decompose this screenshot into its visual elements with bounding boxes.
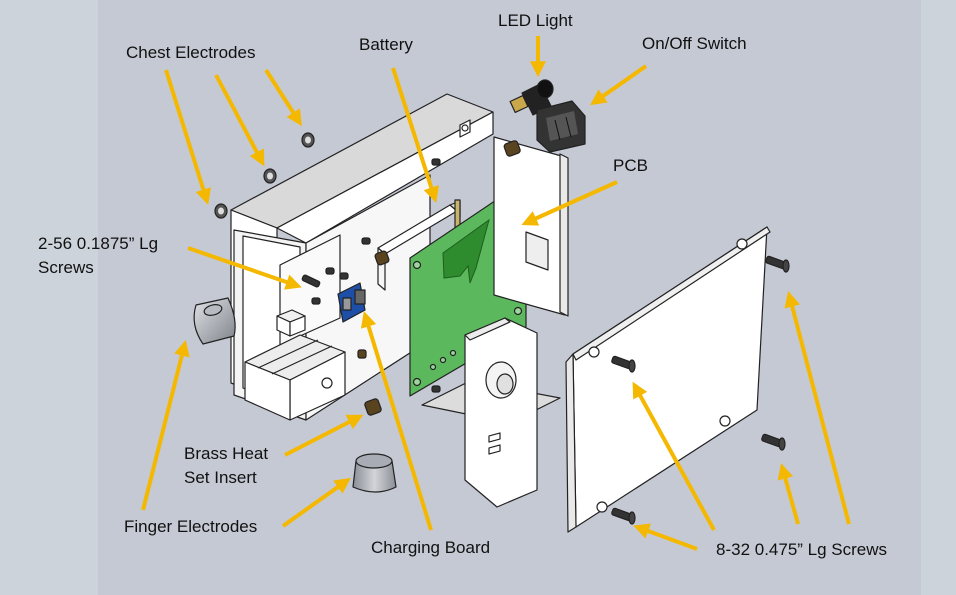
arrow-pcb	[521, 180, 618, 226]
brass-heat-set-insert	[357, 349, 367, 359]
label-screws-2-56-line2: Screws	[38, 258, 94, 277]
arrow-screw-8-32-a	[632, 381, 716, 531]
chest-electrode	[263, 168, 277, 184]
arrow-finger-electrode-ring	[141, 340, 190, 511]
arrow-screw-8-32-b	[633, 523, 698, 551]
chest-electrode	[214, 203, 228, 219]
label-brass-line2: Set Insert	[184, 468, 257, 487]
brass-heat-set-insert	[374, 250, 390, 266]
label-screws-2-56-line1: 2-56 0.1875” Lg	[38, 234, 159, 253]
label-pcb: PCB	[613, 156, 648, 175]
screw-8-32	[611, 507, 636, 525]
front-panel	[421, 317, 561, 508]
on-off-switch	[536, 100, 586, 153]
finger-electrode	[193, 297, 236, 345]
arrow-chest-electrode-3	[264, 68, 302, 127]
label-brass-heat-set-insert: Brass Heat Set Insert	[184, 442, 268, 490]
chest-electrode	[301, 132, 315, 148]
label-chest-electrodes: Chest Electrodes	[126, 43, 256, 62]
electrode-mount	[493, 136, 569, 317]
label-brass-line1: Brass Heat	[184, 444, 269, 463]
label-on-off-switch: On/Off Switch	[642, 34, 747, 53]
arrow-on-off-switch	[590, 64, 648, 106]
arrow-screws-2-56	[187, 246, 302, 290]
label-led-light: LED Light	[498, 11, 573, 30]
arrow-chest-electrode-1	[164, 69, 212, 205]
brass-heat-set-insert	[364, 398, 382, 416]
arrow-battery	[391, 67, 439, 203]
back-cover	[565, 226, 771, 533]
screw-8-32	[765, 255, 790, 273]
label-screws-2-56: 2-56 0.1875” Lg Screws	[38, 232, 158, 280]
arrow-chest-electrode-2	[214, 74, 265, 167]
finger-electrode	[352, 453, 397, 493]
arrow-finger-electrode-cap	[281, 477, 351, 528]
label-screws-8-32: 8-32 0.475” Lg Screws	[716, 540, 888, 559]
label-battery: Battery	[359, 35, 413, 54]
brass-heat-set-insert	[503, 140, 521, 157]
screw-8-32	[611, 355, 636, 373]
screw-8-32	[761, 433, 786, 451]
arrow-charging-board	[360, 311, 433, 531]
label-finger-electrodes: Finger Electrodes	[124, 517, 258, 536]
screw-2-56	[301, 158, 441, 393]
arrow-screw-8-32-c	[777, 463, 800, 525]
arrow-brass-insert	[284, 414, 364, 457]
charging-board	[337, 282, 366, 323]
label-charging-board: Charging Board	[371, 538, 491, 557]
arrow-screw-8-32-d	[784, 291, 851, 525]
led-light	[509, 79, 554, 116]
